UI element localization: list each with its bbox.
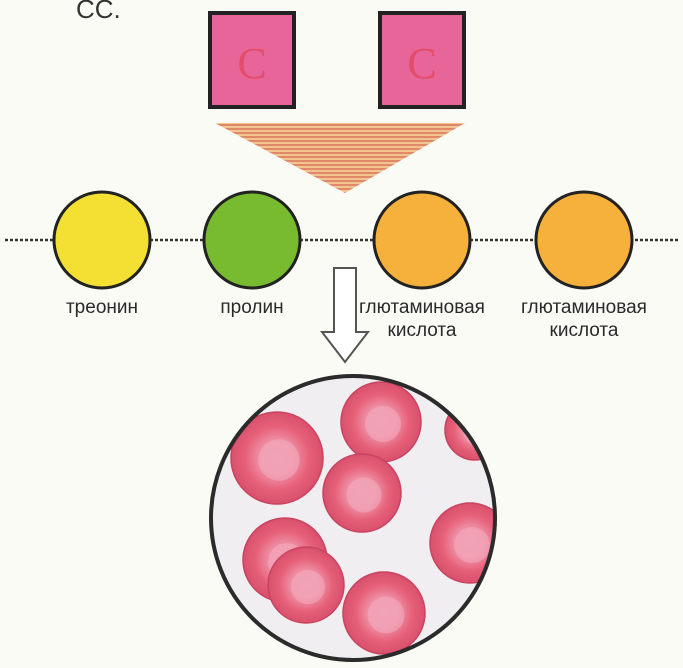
amino-acid-name-line2: кислота (342, 319, 502, 342)
red-blood-cell (445, 400, 505, 460)
red-blood-cell (341, 382, 421, 462)
codon-group: C C (210, 13, 465, 193)
codon-letter-1: C (237, 39, 266, 88)
red-blood-cell (323, 454, 401, 532)
blood-micrograph (211, 376, 510, 660)
amino-acid-label-1: треонин (22, 296, 182, 319)
amino-acid-label-2: пролин (172, 296, 332, 319)
amino-acid-name: глютаминовая (504, 296, 664, 319)
amino-acid-name: глютаминовая (342, 296, 502, 319)
amino-acid-name-line2: кислота (504, 319, 664, 342)
codon-funnel (215, 123, 465, 193)
amino-acid-circle-1 (54, 192, 150, 288)
amino-acid-circle-2 (204, 192, 300, 288)
amino-acid-name: треонин (22, 296, 182, 319)
amino-acid-circle-4 (536, 192, 632, 288)
codon-letter-2: C (407, 39, 436, 88)
amino-acid-circle-3 (374, 192, 470, 288)
red-blood-cell (430, 503, 510, 583)
amino-acid-name: пролин (172, 296, 332, 319)
red-blood-cell (268, 547, 344, 623)
red-blood-cell (343, 572, 425, 654)
